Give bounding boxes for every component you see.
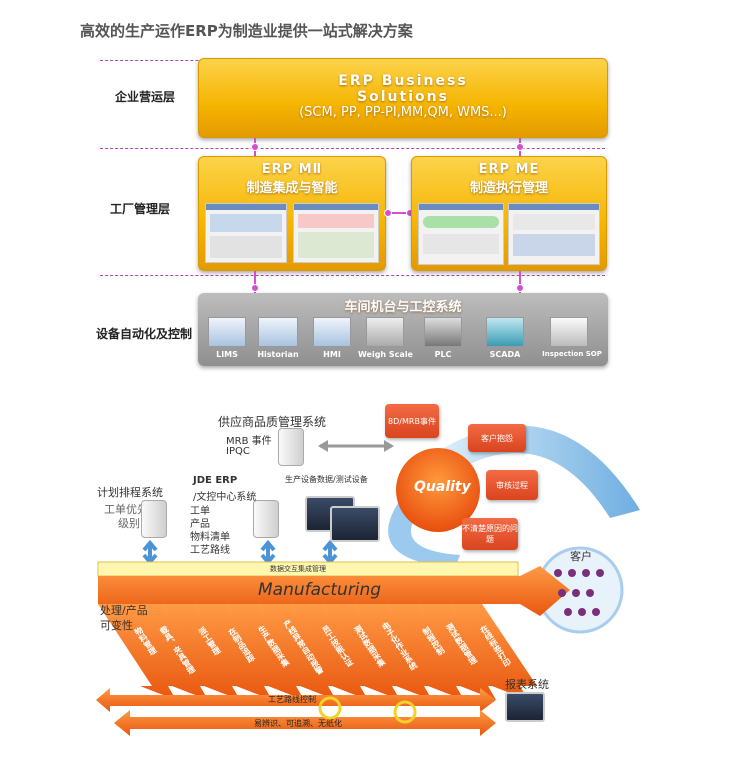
screenshot-thumbnail <box>508 203 600 265</box>
erp-business-box: ERP Business Solutions (SCM, PP, PP-PI,M… <box>198 58 608 138</box>
scheduling-line: 级别 <box>118 517 140 530</box>
quality-box: 客户抱怨 <box>468 424 526 452</box>
scheduling-title: 计划排程系统 <box>97 486 163 499</box>
erp-me-box: ERP ME 制造执行管理 <box>411 156 607 271</box>
customer-people-icon <box>554 569 604 616</box>
erp-me-title: ERP ME <box>478 162 540 177</box>
layer-divider <box>100 148 605 149</box>
scheduling-line: 工单优先 <box>104 503 148 516</box>
inspection-icon <box>550 317 588 347</box>
server-icon <box>141 500 167 538</box>
traceability-arrow <box>114 710 496 736</box>
lims-icon <box>208 317 246 347</box>
supplier-quality-line: MRB 事件 <box>226 436 272 447</box>
connector-dot <box>384 209 392 217</box>
shop-floor-title: 车间机台与工控系统 <box>344 300 462 315</box>
supplier-quality-title: 供应商品质管理系统 <box>218 415 327 429</box>
quality-box: 8D/MRB事件 <box>385 404 439 438</box>
routing-control-label: 工艺路线控制 <box>268 695 316 704</box>
layer-label-factory: 工厂管理层 <box>110 202 171 216</box>
layer-divider <box>100 275 605 276</box>
device-label: LIMS <box>216 350 238 359</box>
device-label: HMI <box>323 350 341 359</box>
supplier-quality-line: IPQC <box>226 446 250 457</box>
server-icon <box>253 500 279 538</box>
layer-label-automation: 设备自动化及控制 <box>96 327 193 341</box>
report-system-label: 报表系统 <box>505 678 549 691</box>
historian-icon <box>258 317 298 347</box>
variability-line: 处理/产品 <box>100 604 148 617</box>
plc-icon <box>424 317 462 347</box>
quality-box: 审核过程 <box>486 470 538 500</box>
device-label: PLC <box>434 350 452 359</box>
layer-label-enterprise: 企业营运层 <box>115 90 176 104</box>
manufacturing-label: Manufacturing <box>258 580 382 600</box>
connector <box>519 271 521 295</box>
device-label: SCADA <box>489 350 521 359</box>
quality-label: Quality <box>414 479 471 495</box>
screenshot-thumbnail <box>205 203 287 263</box>
screenshot-thumbnail <box>293 203 379 263</box>
device-label: Historian <box>257 350 299 359</box>
device-label: Weigh Scale <box>358 350 413 359</box>
variability-line: 可变性 <box>100 619 133 632</box>
connector-dot <box>251 143 259 151</box>
quality-box: 不清楚原因的问题 <box>462 518 518 550</box>
sync-arrow <box>322 539 338 566</box>
erp-business-modules: (SCM, PP, PP-PI,MM,QM, WMS...) <box>299 105 507 120</box>
erp-mii-box: ERP MⅡ 制造集成与智能 <box>198 156 386 271</box>
page-title: 高效的生产运作ERP为制造业提供一站式解决方案 <box>80 22 413 40</box>
scada-icon <box>486 317 524 347</box>
device-label: Inspection SOP <box>542 350 602 358</box>
traceability-label: 易辨识、可追溯、无纸化 <box>254 719 342 728</box>
sync-arrow <box>142 539 158 566</box>
weigh-scale-icon <box>366 317 404 347</box>
equipment-data-label: 生产设备数据/测试设备 <box>285 475 368 484</box>
connector-dot <box>251 284 259 292</box>
jde-line: 工艺路线 <box>190 545 230 556</box>
loop-icon <box>393 700 417 724</box>
erp-me-subtitle: 制造执行管理 <box>469 181 548 196</box>
function-arrows <box>98 604 537 700</box>
connector <box>386 212 412 214</box>
jde-line: 产品 <box>190 519 210 530</box>
erp-business-subtitle: Solutions <box>357 89 449 105</box>
server-icon <box>278 428 304 466</box>
screenshot-thumbnail <box>418 203 504 265</box>
shop-floor-box: 车间机台与工控系统 LIMS Historian HMI Weigh Scale… <box>198 293 608 366</box>
connector-dot <box>516 284 524 292</box>
laptop-icon <box>330 506 380 542</box>
connector <box>254 271 256 295</box>
jde-line: 物料清单 <box>190 532 230 543</box>
quality-circle <box>396 448 480 532</box>
sync-arrow <box>260 539 276 566</box>
customer-label: 客户 <box>570 550 592 563</box>
hmi-icon <box>313 317 351 347</box>
erp-business-title: ERP Business <box>338 73 468 89</box>
erp-mii-title: ERP MⅡ <box>261 162 323 177</box>
data-exchange-label: 数据交互集成管理 <box>270 565 326 573</box>
process-diagram-graphics <box>96 425 640 736</box>
manufacturing-arrow <box>98 566 570 616</box>
jde-title: JDE ERP <box>193 475 238 486</box>
connector-dot <box>516 143 524 151</box>
erp-mii-subtitle: 制造集成与智能 <box>246 181 338 196</box>
jde-subtitle: /文控中心系统 <box>193 492 257 503</box>
laptop-icon <box>505 692 545 722</box>
loop-icon <box>318 696 342 720</box>
jde-line: 工单 <box>190 506 210 517</box>
